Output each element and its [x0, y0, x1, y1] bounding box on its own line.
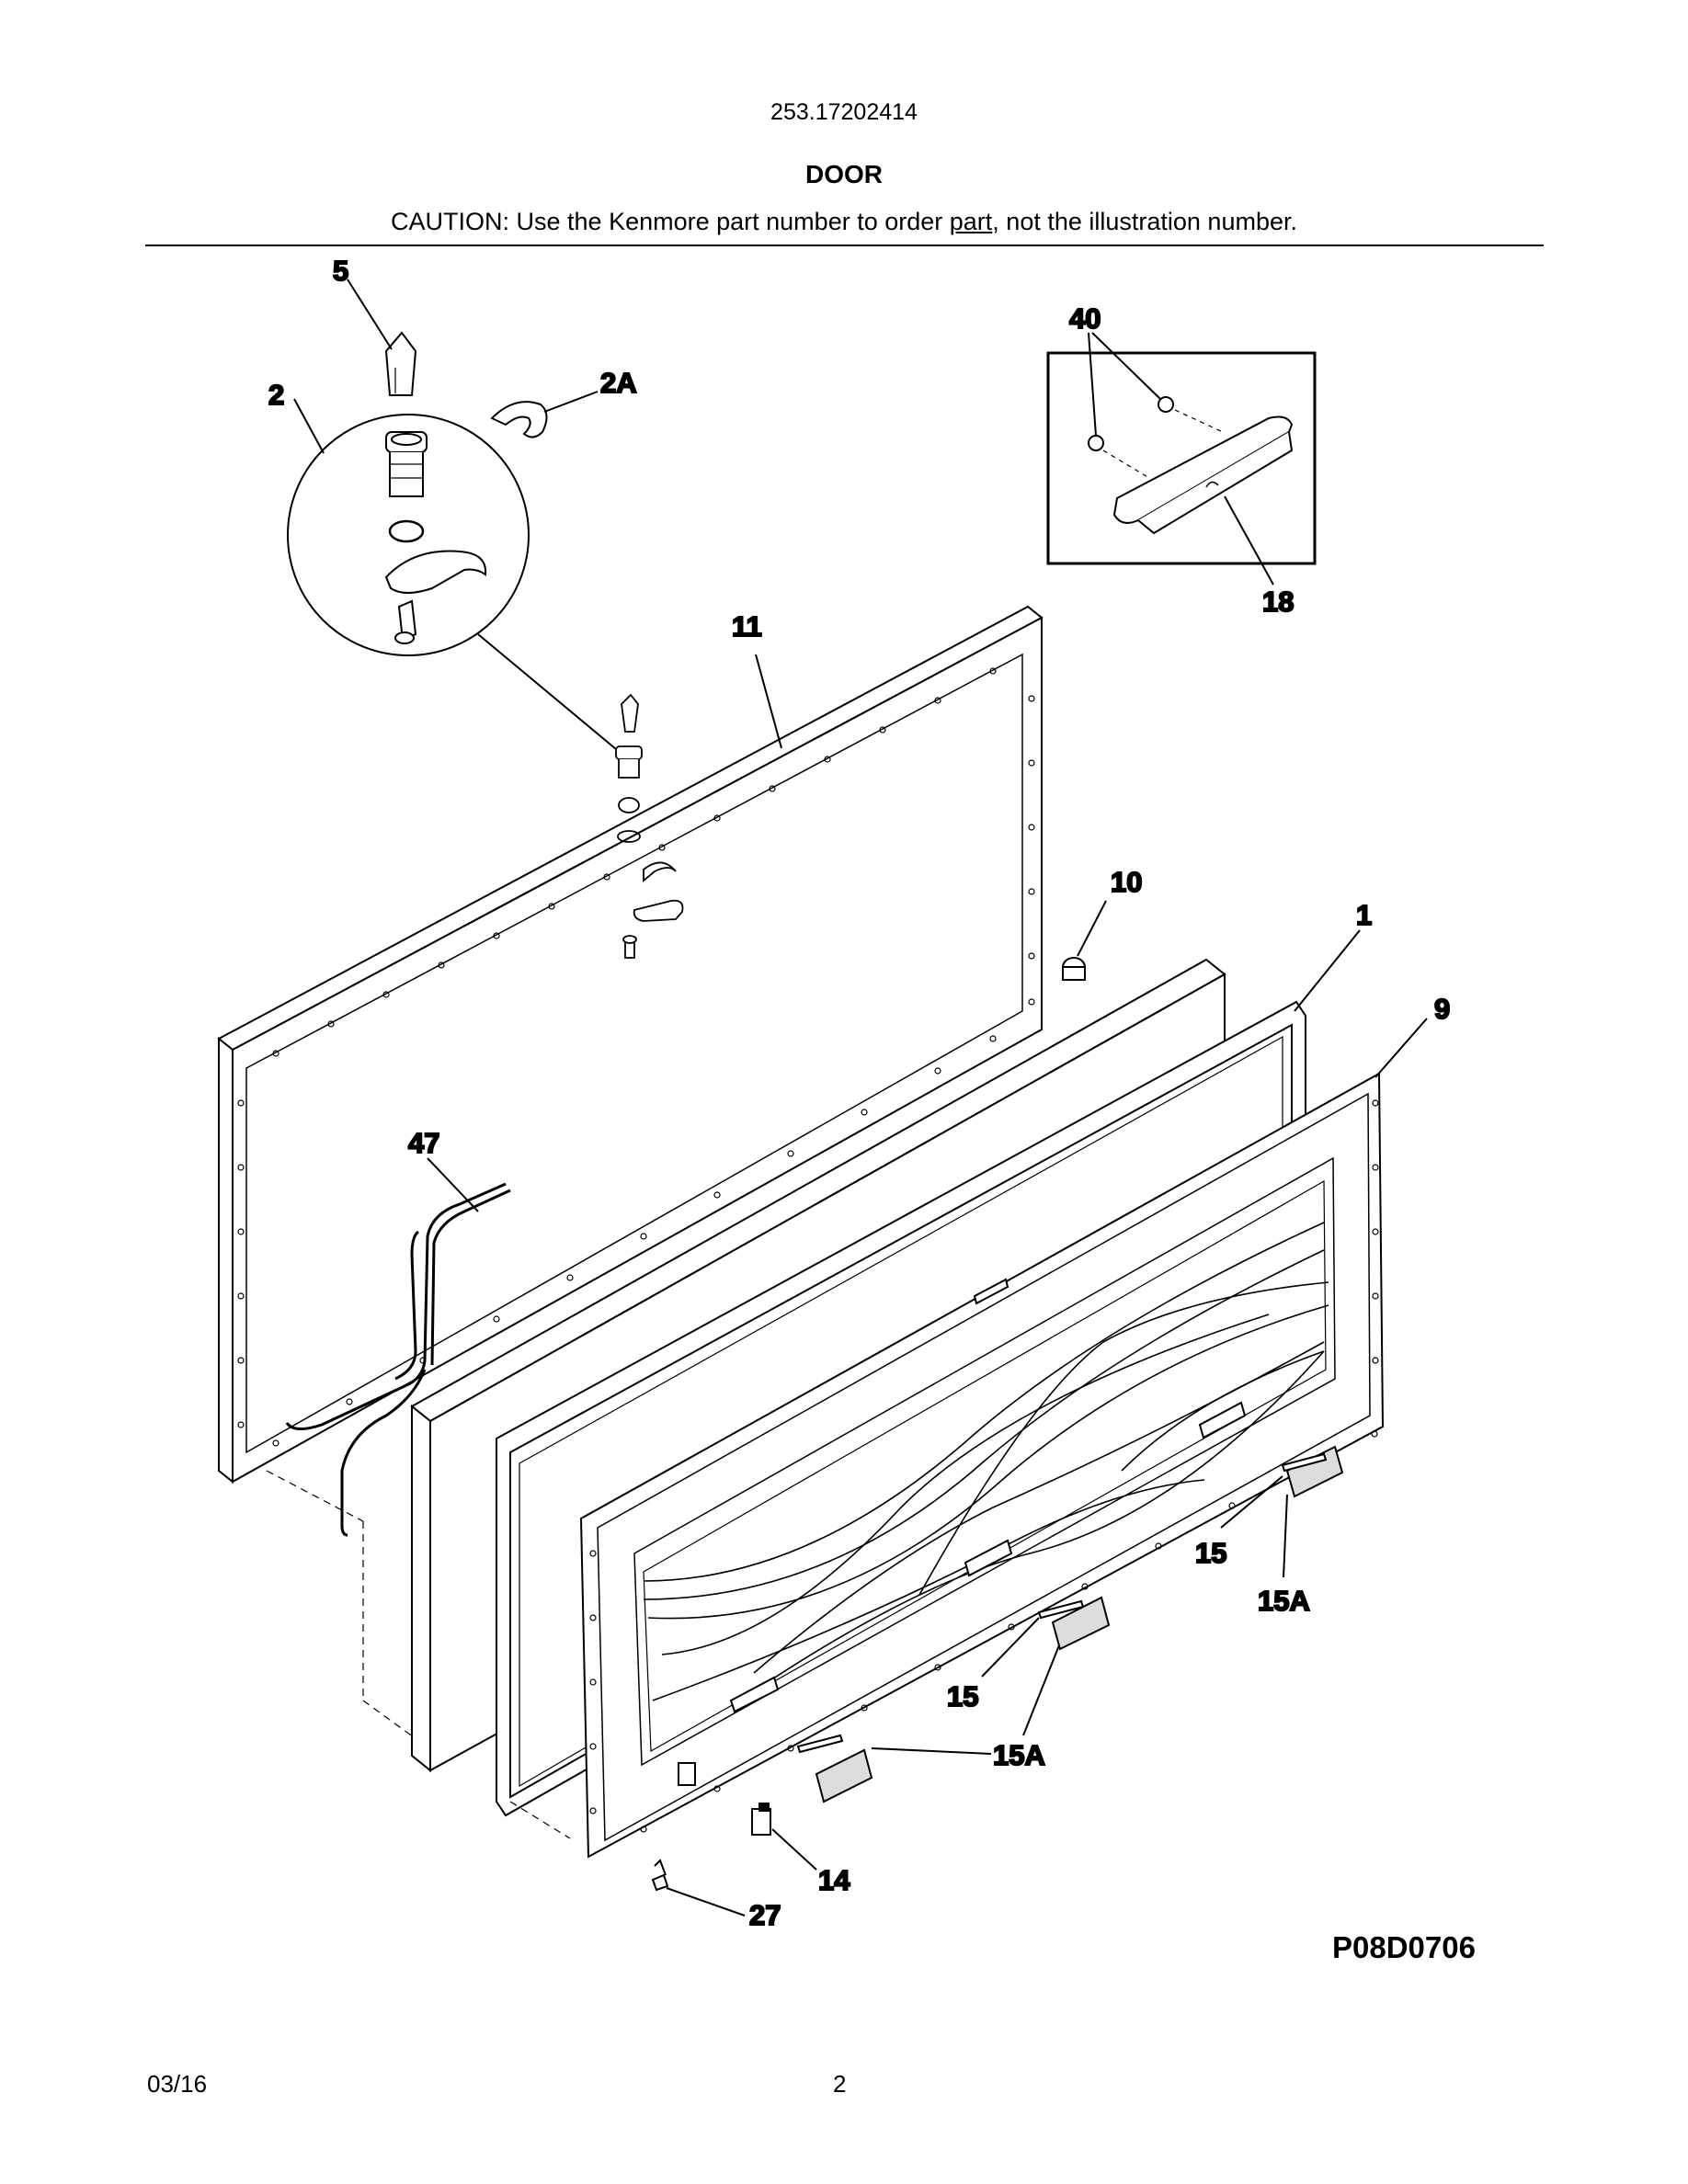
callout-9: 9	[1434, 993, 1450, 1025]
hinge-assembly	[615, 693, 684, 959]
caution-prefix: CAUTION: Use the Kenmore part number to …	[391, 208, 950, 235]
model-number: 253.17202414	[770, 99, 918, 125]
callout-15-lower: 15	[947, 1680, 978, 1712]
callout-15a-upper: 15A	[1258, 1585, 1310, 1617]
callout-14: 14	[818, 1864, 850, 1896]
callout-18: 18	[1262, 586, 1294, 618]
handle-inset	[1046, 351, 1317, 565]
diagram-code: P08D0706	[1332, 1930, 1476, 1964]
leader-lines	[293, 279, 1428, 1917]
header-rule	[145, 245, 1544, 246]
callout-27: 27	[749, 1899, 781, 1931]
inset-leader	[477, 633, 617, 750]
callout-15-upper: 15	[1195, 1537, 1226, 1569]
inner-door-liner	[579, 1072, 1385, 1859]
callout-15a-lower: 15A	[993, 1739, 1045, 1771]
caution-note: CAUTION: Use the Kenmore part number to …	[0, 208, 1688, 236]
door-switch	[751, 1803, 771, 1836]
liner-vents	[729, 1278, 1247, 1713]
callout-47: 47	[408, 1127, 439, 1159]
section-title: DOOR	[805, 160, 883, 188]
revision-date: 03/16	[147, 2070, 208, 2098]
hinge-detail-inset	[287, 414, 530, 656]
callout-2: 2	[268, 379, 284, 411]
vent-grilles	[796, 1445, 1344, 1803]
liner-switch-cutout	[678, 1762, 696, 1786]
alignment-lines	[266, 1470, 571, 1839]
callout-1: 1	[1356, 899, 1372, 931]
screw-fastener	[651, 1859, 669, 1892]
callout-11: 11	[732, 610, 762, 643]
liner-wave-pattern	[643, 1222, 1329, 1701]
callout-2a: 2A	[600, 367, 637, 399]
callout-40: 40	[1069, 302, 1101, 335]
panel-screw-holes	[237, 667, 1035, 1447]
caution-part-link: part	[949, 208, 993, 235]
hinge-pin	[384, 331, 417, 396]
page-number: 2	[833, 2070, 847, 2098]
caution-suffix: , not the illustration number.	[992, 208, 1297, 235]
hinge-clip	[490, 401, 548, 438]
door-bumper	[1062, 957, 1086, 981]
heater-wire	[285, 1182, 511, 1537]
callout-10: 10	[1111, 866, 1142, 898]
callout-5: 5	[333, 255, 348, 287]
